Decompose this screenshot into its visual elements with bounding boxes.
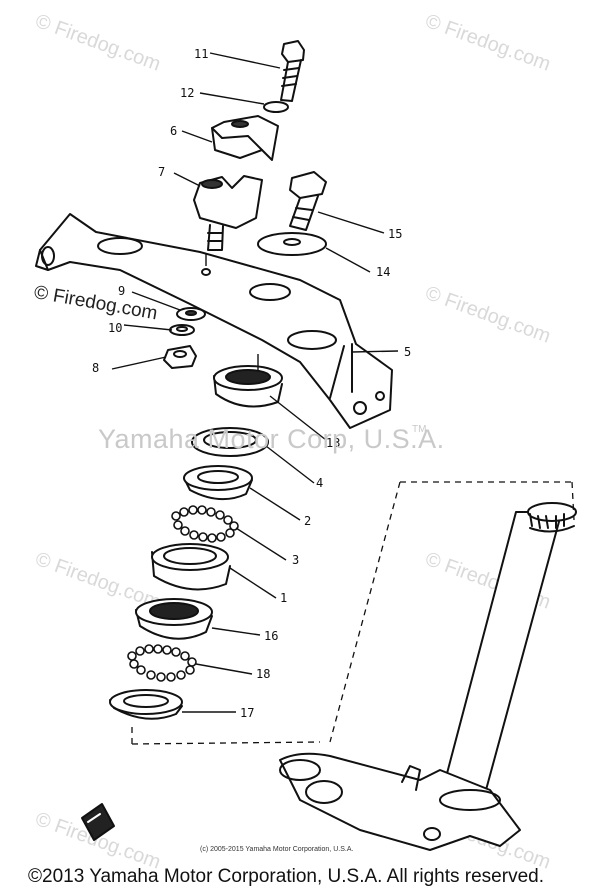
yamaha-watermark: Yamaha Motor Corp, U.S.A. [98, 424, 445, 454]
callout-numbers: 11 12 6 7 15 14 9 10 8 5 13 4 2 3 1 16 1… [92, 47, 411, 720]
callout-5: 5 [404, 345, 411, 359]
dust-seal-17 [109, 689, 183, 720]
bearing-race-1 [151, 543, 231, 591]
ball-race-2 [183, 465, 253, 501]
callout-10: 10 [108, 321, 122, 335]
bolt-15 [289, 171, 327, 231]
footer-copyright: ©2013 Yamaha Motor Corporation, U.S.A. A… [28, 866, 544, 887]
callout-8: 8 [92, 361, 99, 375]
handlebar-holder-upper-6 [211, 115, 279, 161]
steel-balls-18 [127, 644, 197, 682]
callout-15: 15 [388, 227, 402, 241]
steel-balls-3 [171, 505, 239, 543]
trademark-mark: TM [412, 424, 427, 435]
callout-7: 7 [158, 165, 165, 179]
callout-14: 14 [376, 265, 390, 279]
steering-stem [279, 502, 577, 851]
bearing-race-13 [213, 365, 283, 408]
callout-12: 12 [180, 86, 194, 100]
bearing-race-16 [135, 598, 213, 640]
stem-outline-dashed [131, 481, 575, 745]
handlebar-holder-lower-7 [193, 175, 263, 251]
washer-12 [263, 101, 289, 113]
callout-6: 6 [170, 124, 177, 138]
callout-13: 13 [326, 436, 340, 450]
washer-14 [257, 232, 327, 256]
front-arrow-icon [81, 803, 115, 841]
steering-crown-5 [35, 213, 393, 429]
callout-11: 11 [194, 47, 208, 61]
callout-17: 17 [240, 706, 254, 720]
callout-4: 4 [316, 476, 323, 490]
bolt-11 [280, 40, 305, 102]
callout-1: 1 [280, 591, 287, 605]
dust-seal-4 [191, 427, 269, 457]
callout-9: 9 [118, 284, 125, 298]
callout-18: 18 [256, 667, 270, 681]
leader-lines [111, 52, 399, 713]
callout-16: 16 [264, 629, 278, 643]
small-copyright: (c) 2005-2015 Yamaha Motor Corporation, … [200, 846, 354, 853]
callout-3: 3 [292, 553, 299, 567]
nut-8 [163, 345, 197, 369]
callout-2: 2 [304, 514, 311, 528]
